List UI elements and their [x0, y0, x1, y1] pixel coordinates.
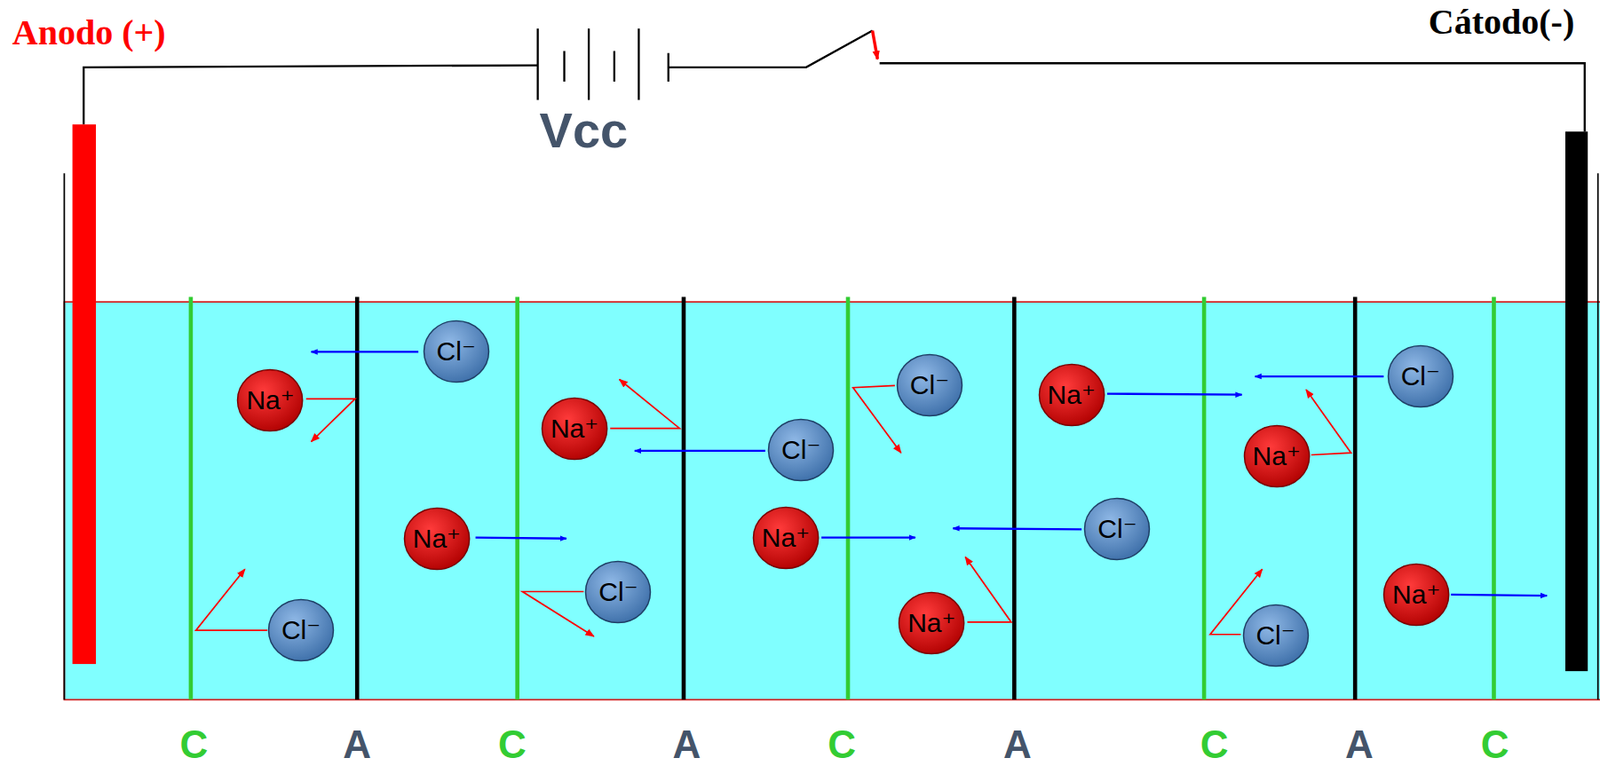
ion-symbol: Cl⁻: [781, 436, 821, 464]
switch: [668, 30, 873, 67]
ion-symbol: Cl⁻: [1401, 363, 1441, 390]
migration-arrow: [311, 350, 420, 353]
rejection-arrow: [306, 398, 356, 442]
sodium-ion: Na⁺: [540, 396, 609, 461]
ion-symbol: Cl⁻: [1097, 515, 1137, 543]
ion-symbol: Na⁺: [1252, 443, 1301, 470]
rejection-arrow: [522, 591, 594, 637]
ion-symbol: Na⁺: [550, 415, 599, 443]
chloride-ion: Cl⁻: [584, 560, 652, 625]
migration-arrow: [475, 538, 567, 539]
ion-membrane: [681, 296, 687, 700]
cathode-label: Cátodo(-): [1428, 4, 1575, 40]
voltage-label: Vcc: [539, 105, 629, 156]
tank-wall: [1597, 173, 1600, 700]
switch-arrow: [872, 30, 879, 59]
ion-symbol: Cl⁻: [281, 617, 321, 644]
sodium-ion: Na⁺: [1037, 363, 1106, 428]
wire: [83, 65, 538, 126]
wire: [879, 63, 1585, 132]
chloride-ion: Cl⁻: [1242, 603, 1310, 668]
ion-symbol: Cl⁻: [436, 338, 476, 365]
rejection-arrow: [965, 556, 1012, 623]
sodium-ion: Na⁺: [1382, 562, 1450, 627]
migration-arrow: [634, 450, 766, 452]
ion-membrane: [355, 296, 360, 700]
ion-membrane: [514, 296, 520, 700]
sodium-ion: Na⁺: [752, 506, 820, 571]
ion-membrane: [1202, 296, 1207, 700]
ion-symbol: Na⁺: [907, 609, 956, 637]
membrane-label: A: [673, 725, 702, 765]
ion-symbol: Na⁺: [412, 525, 461, 553]
solution: [63, 301, 1600, 700]
ion-membrane: [1353, 296, 1358, 700]
ion-symbol: Na⁺: [761, 524, 810, 552]
ion-symbol: Cl⁻: [1255, 622, 1295, 650]
ion-symbol: Cl⁻: [598, 578, 638, 606]
chloride-ion: Cl⁻: [1386, 344, 1455, 409]
membrane-label: C: [1200, 725, 1229, 765]
ion-symbol: Na⁺: [1047, 381, 1096, 409]
membrane-label: C: [179, 725, 208, 765]
rejection-arrow: [196, 569, 268, 631]
membrane-label: A: [1003, 725, 1032, 765]
rejection-arrow: [1306, 389, 1352, 456]
anode-label: Anodo (+): [12, 15, 167, 51]
chloride-ion: Cl⁻: [1083, 497, 1151, 562]
membrane-label: C: [1481, 725, 1510, 765]
sodium-ion: Na⁺: [236, 368, 304, 433]
ion-symbol: Cl⁻: [910, 372, 950, 399]
anode-electrode: [72, 124, 96, 665]
ion-symbol: Na⁺: [245, 387, 294, 414]
sodium-ion: Na⁺: [403, 506, 471, 571]
chloride-ion: Cl⁻: [895, 353, 964, 418]
ion-symbol: Na⁺: [1392, 581, 1441, 609]
migration-arrow: [1107, 394, 1243, 396]
sodium-ion: Na⁺: [897, 591, 966, 656]
membrane-label: C: [827, 725, 856, 765]
migration-arrow: [1255, 375, 1385, 378]
sodium-ion: Na⁺: [1243, 424, 1311, 489]
ion-membrane: [846, 296, 851, 700]
tank-wall: [63, 173, 66, 700]
ion-membrane: [1012, 296, 1017, 700]
membrane-label: A: [342, 725, 372, 765]
chloride-ion: Cl⁻: [422, 319, 491, 384]
rejection-arrow: [609, 379, 680, 428]
battery-symbol: [538, 28, 669, 100]
chloride-ion: Cl⁻: [267, 598, 335, 663]
migration-arrow: [952, 528, 1082, 530]
migration-arrow: [821, 536, 916, 539]
membrane-label: C: [498, 725, 527, 765]
rejection-arrow: [853, 385, 902, 453]
ion-membrane: [189, 296, 194, 700]
chloride-ion: Cl⁻: [767, 418, 835, 483]
migration-arrow: [1450, 594, 1547, 596]
ion-membrane: [1491, 296, 1497, 700]
membrane-label: A: [1345, 725, 1374, 765]
cathode-electrode: [1565, 131, 1588, 672]
